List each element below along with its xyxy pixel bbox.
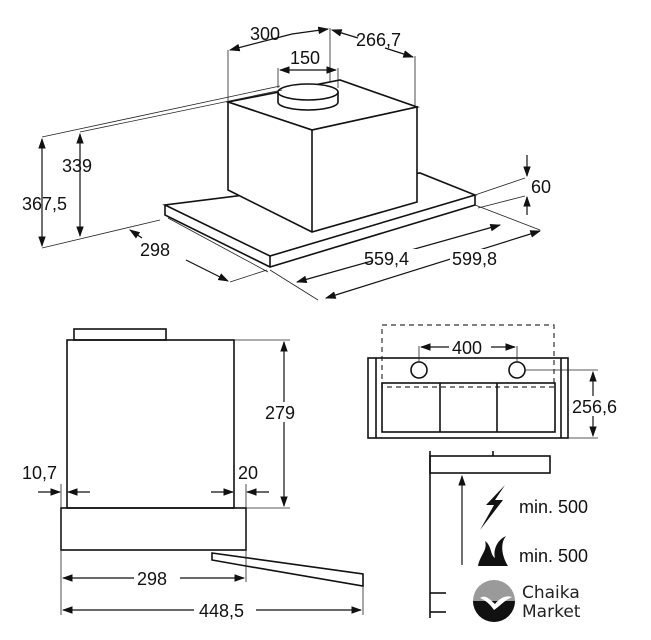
dim-inner-width: 559,4 <box>364 249 409 269</box>
side-view: 279 10,7 20 298 448,5 <box>22 328 364 621</box>
clearance-electric-label: min. 500 <box>519 497 588 517</box>
dim-total-height: 367,5 <box>22 194 67 214</box>
dim-depth-closed: 298 <box>137 569 167 589</box>
dim-box-width: 300 <box>250 24 280 44</box>
dim-duct-diameter: 150 <box>290 48 320 68</box>
clearance-gas-label: min. 500 <box>519 546 588 566</box>
gas-hob-icon <box>478 536 508 566</box>
dim-side-height: 279 <box>265 403 295 423</box>
dim-depth-open: 448,5 <box>199 601 244 621</box>
dim-outer-width: 599,8 <box>452 249 497 269</box>
dim-box-depth: 266,7 <box>356 30 401 50</box>
dim-left-offset: 10,7 <box>22 463 57 483</box>
dim-hole-spacing: 400 <box>452 338 482 358</box>
dim-right-offset: 20 <box>238 463 258 483</box>
dim-thickness: 60 <box>531 177 551 197</box>
dim-hole-height: 256,6 <box>572 397 617 417</box>
dim-box-height: 339 <box>62 156 92 176</box>
dim-base-depth: 298 <box>140 240 170 260</box>
front-view: 400 256,6 <box>367 324 632 439</box>
chaika-market-logo: Chaika Market <box>473 580 581 622</box>
isometric-view: 300 266,7 150 367,5 339 298 559,4 599,8 … <box>22 24 551 301</box>
clearance-view: min. 500 min. 500 <box>429 451 588 618</box>
mounting-hole-left <box>410 361 428 379</box>
electric-hob-icon <box>480 485 505 530</box>
logo-line1: Chaika <box>522 583 580 603</box>
duct-collar <box>277 83 339 111</box>
mounting-hole-right <box>508 361 526 379</box>
logo-line2: Market <box>522 602 581 622</box>
